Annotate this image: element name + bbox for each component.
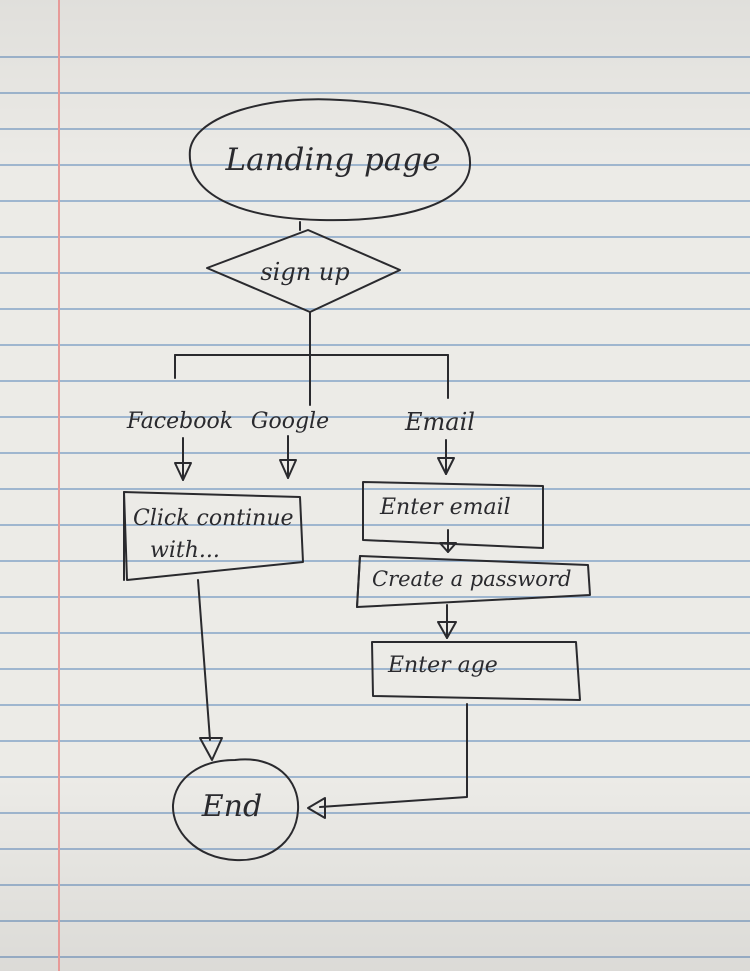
- start-node: Landing page: [188, 98, 472, 222]
- option-facebook-label: Facebook: [126, 409, 233, 434]
- branch-connectors: [174, 311, 449, 406]
- create-password-node: Create a password: [356, 555, 591, 608]
- social-step-line2: with...: [150, 538, 220, 563]
- end-label: End: [201, 789, 262, 824]
- enter-email-label: Enter email: [379, 495, 511, 520]
- option-arrows: [174, 435, 455, 481]
- enter-age-node: Enter age: [371, 641, 581, 701]
- start-ellipse: [188, 98, 472, 222]
- decision-label: sign up: [260, 258, 349, 286]
- create-password-label: Create a password: [372, 567, 571, 591]
- margin-line: [58, 0, 60, 971]
- end-circle: [171, 758, 300, 862]
- enter-age-label: Enter age: [387, 653, 498, 678]
- social-step-line1: Click continue: [133, 506, 294, 531]
- enter-email-box: [362, 481, 544, 549]
- end-node: End: [171, 758, 300, 862]
- enter-age-box: [371, 641, 581, 701]
- social-step-node: Click continue with...: [123, 491, 304, 581]
- option-email-label: Email: [404, 408, 475, 436]
- enter-email-node: Enter email: [362, 481, 544, 549]
- start-label: Landing page: [225, 142, 441, 178]
- decision-node: sign up: [206, 229, 401, 313]
- option-google-label: Google: [251, 409, 329, 434]
- end-connectors: [197, 579, 468, 819]
- social-step-box: [123, 491, 304, 581]
